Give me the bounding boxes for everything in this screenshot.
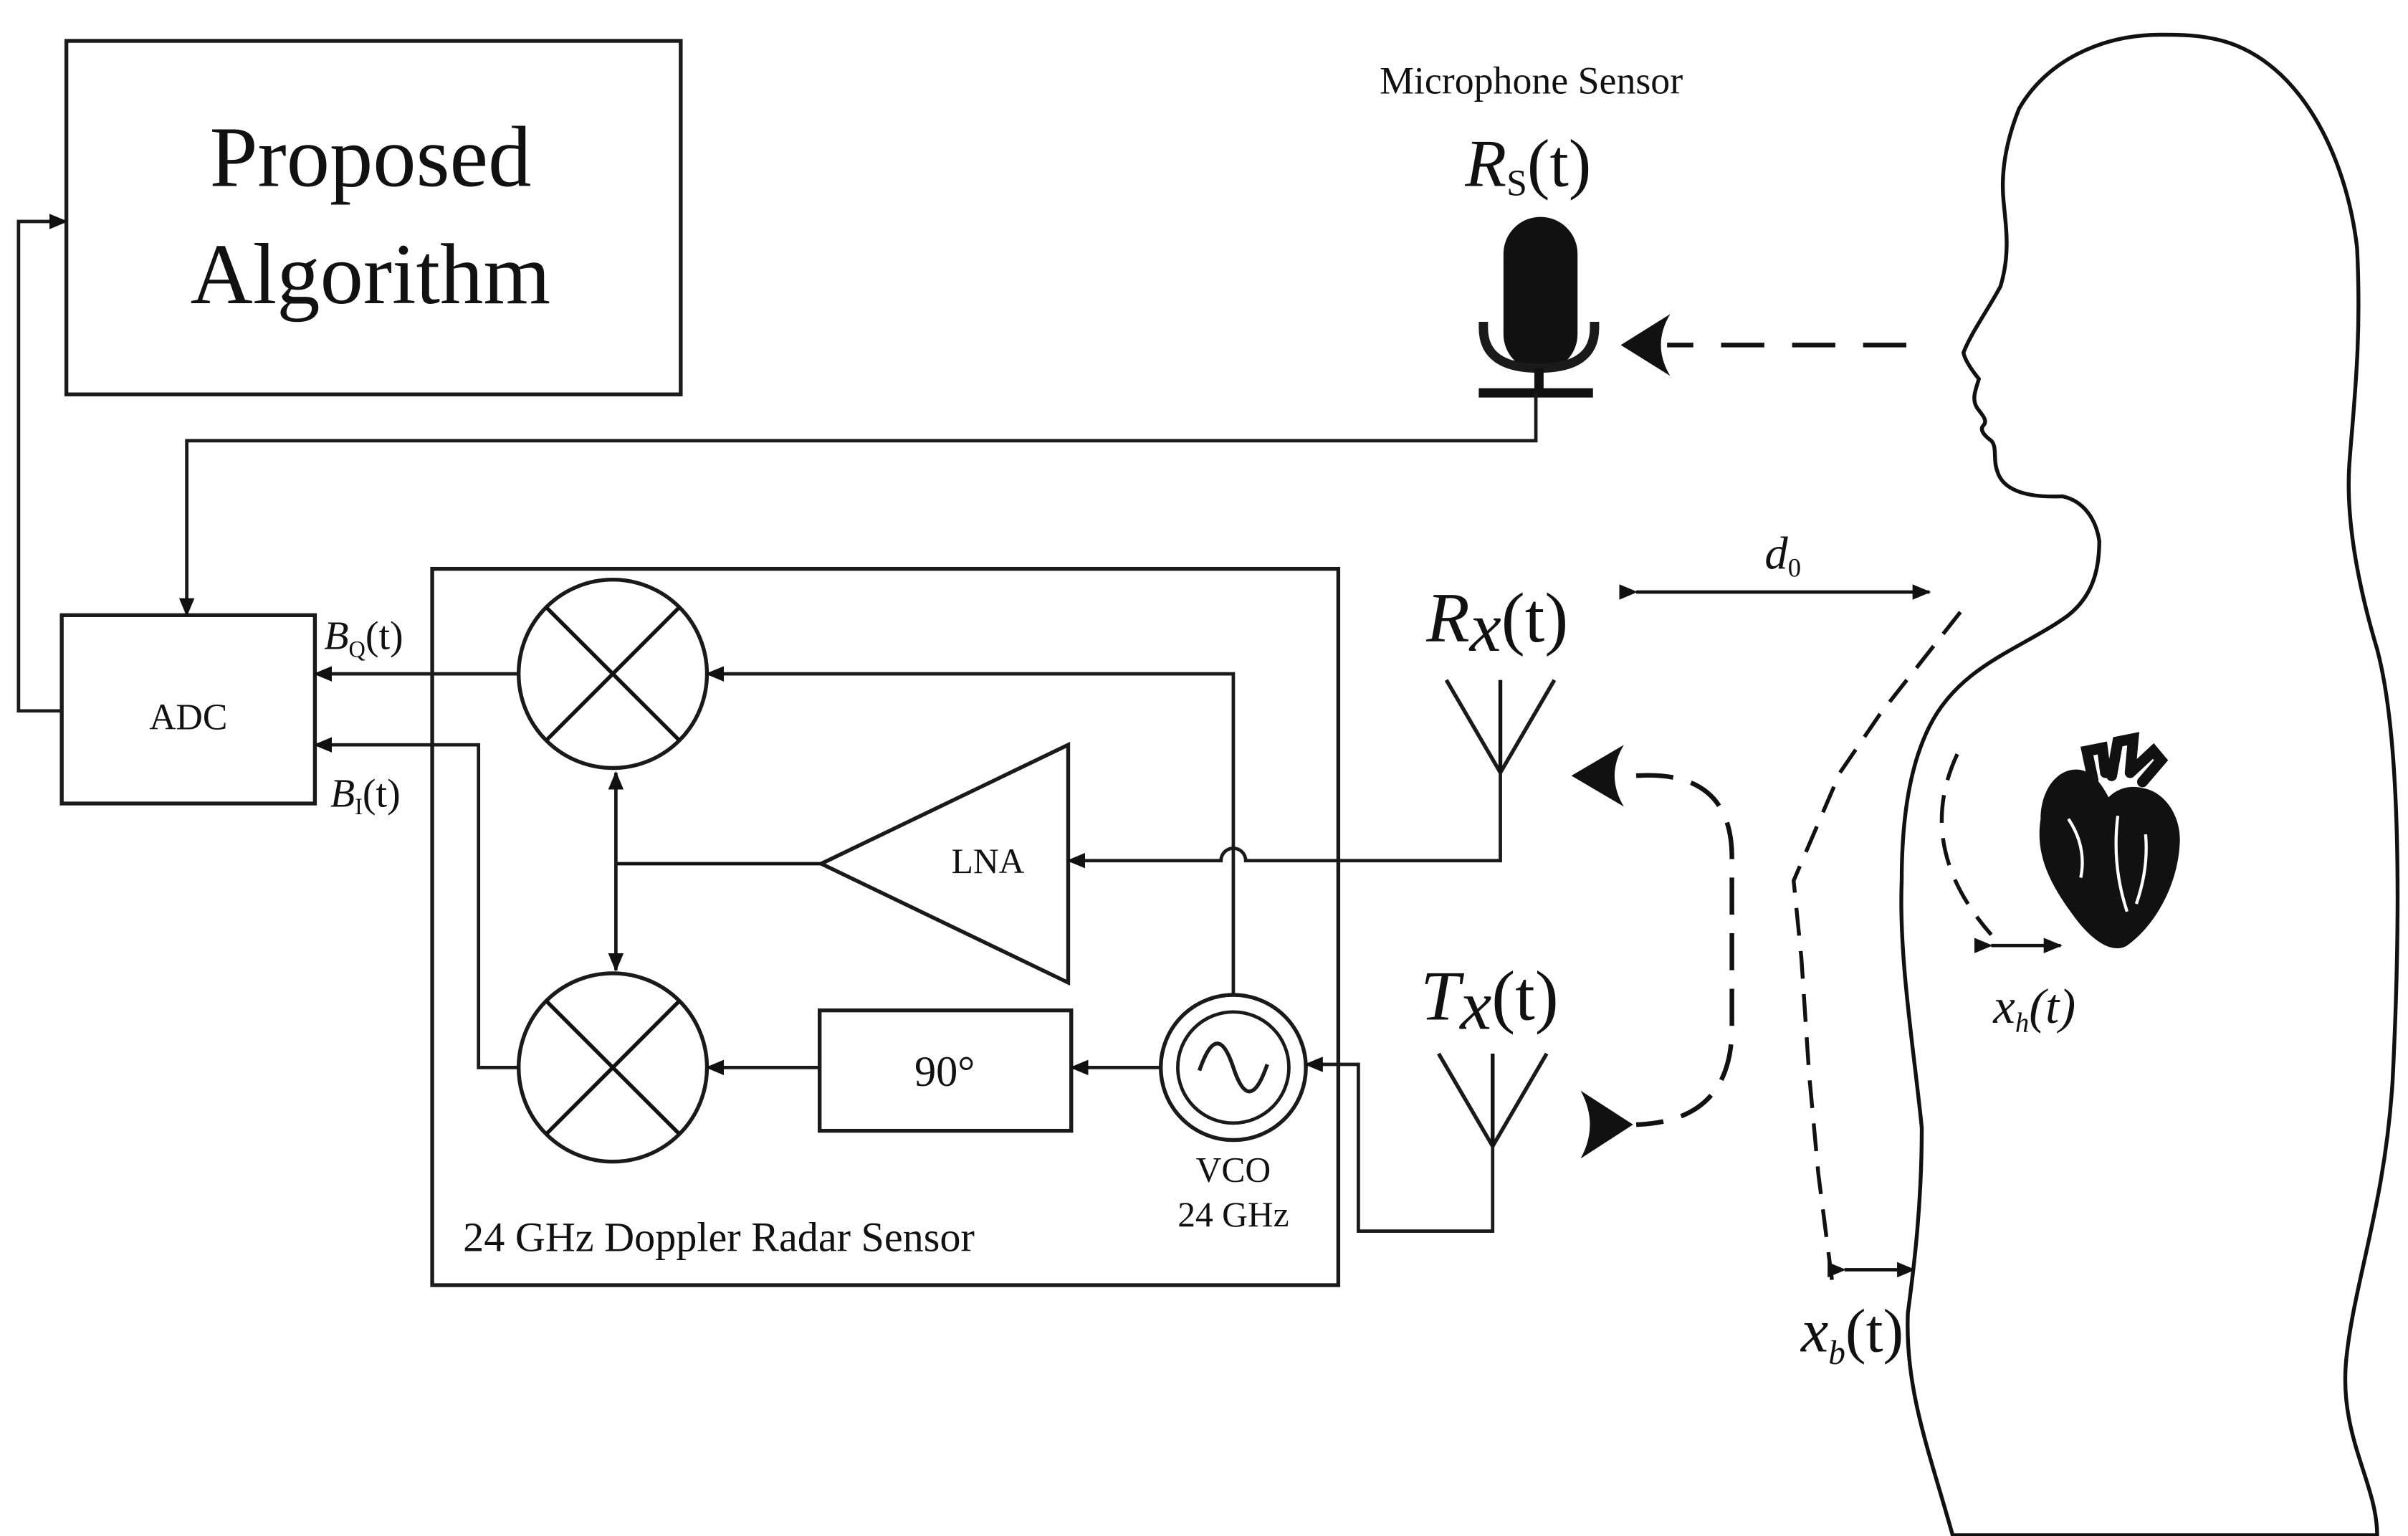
breathing-displacement-label: xb(t) bbox=[1800, 1297, 1903, 1372]
heart-icon bbox=[2039, 732, 2180, 949]
mixer-i bbox=[516, 971, 710, 1164]
sine-wave-icon bbox=[1197, 1041, 1269, 1094]
adc-label: ADC bbox=[149, 697, 227, 738]
vco-label-line2: 24 GHz bbox=[1177, 1195, 1289, 1234]
lna-label: LNA bbox=[952, 841, 1025, 881]
algorithm-label-line1: Proposed bbox=[209, 110, 531, 206]
microphone-signal-label: RS(t) bbox=[1464, 127, 1591, 204]
tx-antenna: Tx(t) bbox=[1420, 958, 1559, 1150]
rx-antenna: Rx(t) bbox=[1425, 579, 1568, 777]
microphone-sensor: Microphone Sensor RS(t) bbox=[1380, 59, 1683, 398]
voice-arrow-chevron-icon bbox=[1620, 314, 1671, 376]
vco-label-line1: VCO bbox=[1196, 1150, 1271, 1190]
bi-signal-line bbox=[313, 737, 519, 1069]
tx-arrow-chevron-icon bbox=[1580, 1090, 1633, 1159]
lna-amplifier: LNA bbox=[816, 741, 1071, 986]
heart-displacement-indicator: xh(t) bbox=[1974, 938, 2075, 1039]
tx-feed-line bbox=[1304, 1056, 1495, 1234]
tx-signal-label: Tx(t) bbox=[1420, 958, 1559, 1045]
breathing-displacement-indicator: xb(t) bbox=[1800, 1261, 1916, 1372]
mixer-q bbox=[516, 578, 710, 771]
microphone-title: Microphone Sensor bbox=[1380, 59, 1683, 102]
bi-signal-label: BI(t) bbox=[330, 771, 401, 819]
rx-signal-label: Rx(t) bbox=[1425, 579, 1568, 667]
phase-shifter-label: 90° bbox=[914, 1048, 975, 1096]
rx-to-lna-line bbox=[1066, 772, 1502, 869]
distance-indicator: d0 bbox=[1619, 528, 1931, 600]
vco-oscillator: VCO 24 GHz bbox=[1159, 993, 1308, 1234]
algorithm-label-line2: Algorithm bbox=[191, 227, 551, 323]
human-silhouette bbox=[1899, 32, 2400, 1536]
heart-displacement-label: xh(t) bbox=[1992, 979, 2075, 1039]
microphone-icon bbox=[1478, 216, 1600, 398]
adc-to-algorithm-connector bbox=[16, 214, 68, 713]
radar-sensor-box: 24 GHz Doppler Radar Sensor bbox=[430, 566, 1341, 1287]
adc-block: ADC bbox=[59, 613, 317, 806]
proposed-algorithm-block: Proposed Algorithm bbox=[64, 39, 683, 396]
chest-wall-dashed-line bbox=[1792, 611, 1962, 1283]
vco-to-mixer-q-line bbox=[705, 666, 1236, 996]
heart-motion-dashed-arc bbox=[1939, 753, 1993, 936]
distance-label: d0 bbox=[1764, 528, 1801, 583]
phase-shifter-90: 90° bbox=[817, 1008, 1074, 1133]
bq-signal-label: BQ(t) bbox=[324, 614, 403, 662]
microphone-to-adc-connector bbox=[178, 393, 1538, 617]
rx-arrow-chevron-icon bbox=[1571, 745, 1624, 807]
radar-sensor-label: 24 GHz Doppler Radar Sensor bbox=[463, 1214, 975, 1261]
radar-wave-path bbox=[1635, 773, 1734, 1127]
